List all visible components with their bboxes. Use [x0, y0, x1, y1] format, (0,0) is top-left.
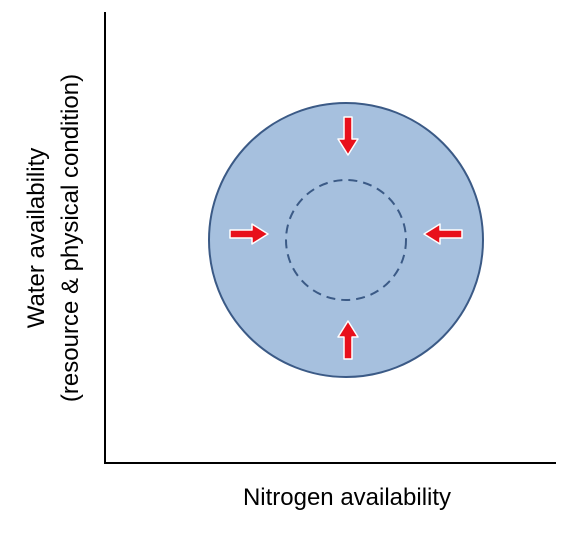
y-axis-label-line1: Water availability — [23, 148, 50, 329]
outer-circle — [208, 102, 484, 378]
x-axis-label: Nitrogen availability — [243, 484, 451, 511]
arrow-from-right — [423, 223, 463, 245]
arrow-from-bottom — [337, 320, 359, 360]
arrow-from-top — [337, 116, 359, 156]
inner-dashed-circle — [285, 179, 407, 301]
y-axis-label-line2: (resource & physical condition) — [57, 74, 84, 402]
arrow-from-left — [229, 223, 269, 245]
